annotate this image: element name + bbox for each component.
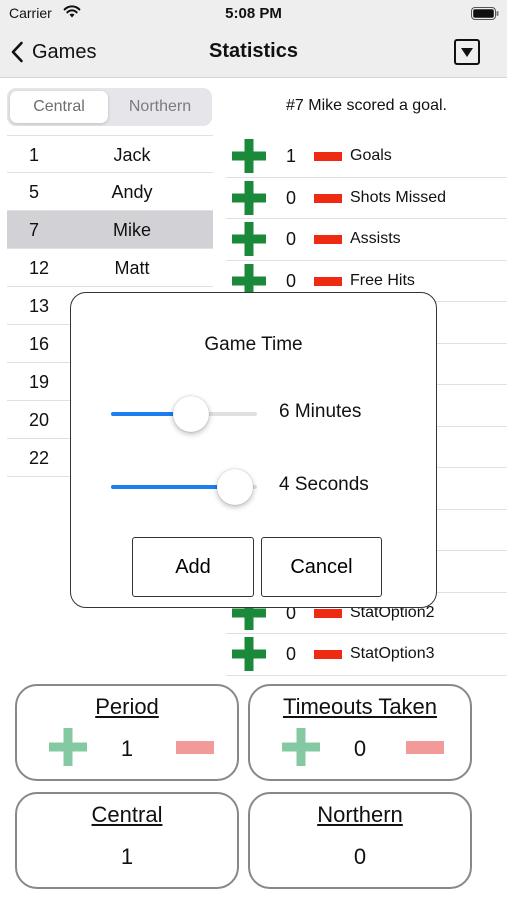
plus-icon[interactable]	[232, 180, 266, 215]
stat-label: Goals	[350, 147, 392, 164]
player-row[interactable]: 1 Jack	[7, 135, 213, 173]
player-number: 13	[29, 296, 50, 316]
northern-score: 0	[353, 844, 367, 869]
battery-icon	[471, 7, 499, 20]
player-name: Matt	[114, 258, 150, 278]
stat-value: 1	[285, 146, 296, 166]
wifi-icon	[63, 5, 81, 18]
seconds-slider-fill	[111, 485, 236, 489]
back-label: Games	[32, 40, 97, 63]
minus-button[interactable]	[314, 193, 342, 203]
status-bar: Carrier 5:08 PM	[0, 0, 507, 26]
minutes-slider-thumb[interactable]	[173, 396, 210, 432]
player-number: 5	[29, 182, 40, 202]
period-value: 1	[120, 736, 134, 761]
period-card: Period 1	[15, 684, 239, 781]
minus-button[interactable]	[314, 235, 342, 244]
stat-row: 0 StatOption3	[226, 634, 507, 676]
timeouts-card: Timeouts Taken 0	[248, 684, 472, 781]
period-title: Period	[95, 694, 159, 719]
period-minus-button[interactable]	[176, 741, 214, 754]
player-number: 16	[29, 334, 50, 354]
timeouts-minus-button[interactable]	[406, 741, 444, 754]
minutes-label: 6 Minutes	[279, 401, 362, 422]
stat-label: StatOption3	[350, 645, 435, 662]
player-row-selected[interactable]: 7 Mike	[7, 211, 213, 249]
player-number: 1	[29, 145, 40, 165]
player-number: 12	[29, 258, 50, 278]
player-number: 22	[29, 448, 50, 468]
central-title: Central	[91, 802, 163, 827]
back-button[interactable]: Games	[10, 36, 96, 68]
stat-value: 0	[285, 270, 296, 291]
minus-button[interactable]	[314, 650, 342, 659]
minutes-slider-fill	[111, 412, 192, 416]
dialog-title: Game Time	[204, 334, 303, 355]
add-button[interactable]: Add	[132, 537, 254, 597]
player-row[interactable]: 12 Matt	[7, 249, 213, 287]
plus-icon[interactable]	[232, 595, 266, 630]
player-name: Andy	[111, 182, 153, 202]
stat-label: Free Hits	[350, 271, 415, 289]
minus-button[interactable]	[314, 608, 342, 618]
stat-label: Shots Missed	[350, 188, 447, 206]
game-time-dialog: Game Time 6 Minutes 4 Seconds Add Cancel	[70, 292, 437, 608]
stat-label: Assists	[350, 230, 401, 247]
central-score: 1	[120, 844, 134, 869]
northern-title: Northern	[317, 802, 403, 827]
timeouts-plus-icon[interactable]	[281, 727, 321, 767]
navigation-bar: Games Statistics	[0, 26, 507, 78]
seconds-label: 4 Seconds	[279, 474, 369, 495]
stat-value: 0	[285, 187, 296, 208]
segment-central[interactable]: Central	[10, 91, 108, 123]
plus-icon[interactable]	[232, 139, 266, 173]
player-name: Jack	[113, 145, 151, 165]
page-title: Statistics	[209, 40, 298, 62]
stat-value: 0	[285, 229, 296, 249]
player-row[interactable]: 5 Andy	[7, 173, 213, 211]
team-segmented-control: Central Northern	[7, 88, 212, 126]
plus-icon[interactable]	[232, 637, 266, 671]
seconds-slider-thumb[interactable]	[217, 469, 254, 505]
stat-row: 1 Goals	[226, 136, 507, 178]
dropdown-triangle-icon	[461, 47, 473, 57]
cancel-button[interactable]: Cancel	[261, 537, 382, 597]
player-number: 19	[29, 372, 50, 392]
stat-row: 0 Assists	[226, 219, 507, 261]
player-name: Mike	[112, 220, 151, 240]
player-number: 7	[29, 220, 40, 240]
central-score-card: Central 1	[15, 792, 239, 889]
seconds-slider[interactable]	[111, 469, 257, 505]
timeouts-title: Timeouts Taken	[282, 694, 438, 719]
chevron-left-icon	[11, 41, 23, 63]
plus-icon[interactable]	[232, 263, 266, 298]
menu-dropdown-button[interactable]	[454, 39, 480, 65]
player-number: 20	[29, 410, 50, 430]
event-message: #7 Mike scored a goal.	[286, 97, 447, 114]
minus-button[interactable]	[314, 152, 342, 161]
clock: 5:08 PM	[225, 5, 282, 22]
minutes-slider[interactable]	[111, 396, 257, 432]
stat-value: 0	[285, 644, 296, 664]
northern-score-card: Northern 0	[248, 792, 472, 889]
timeouts-value: 0	[353, 736, 367, 761]
segment-northern[interactable]: Northern	[128, 98, 192, 115]
plus-icon[interactable]	[232, 222, 266, 256]
period-plus-icon[interactable]	[48, 727, 88, 767]
carrier-label: Carrier	[9, 5, 52, 21]
stat-row: 0 Shots Missed	[226, 178, 507, 219]
stat-value: 0	[285, 602, 296, 623]
minus-button[interactable]	[314, 276, 342, 286]
